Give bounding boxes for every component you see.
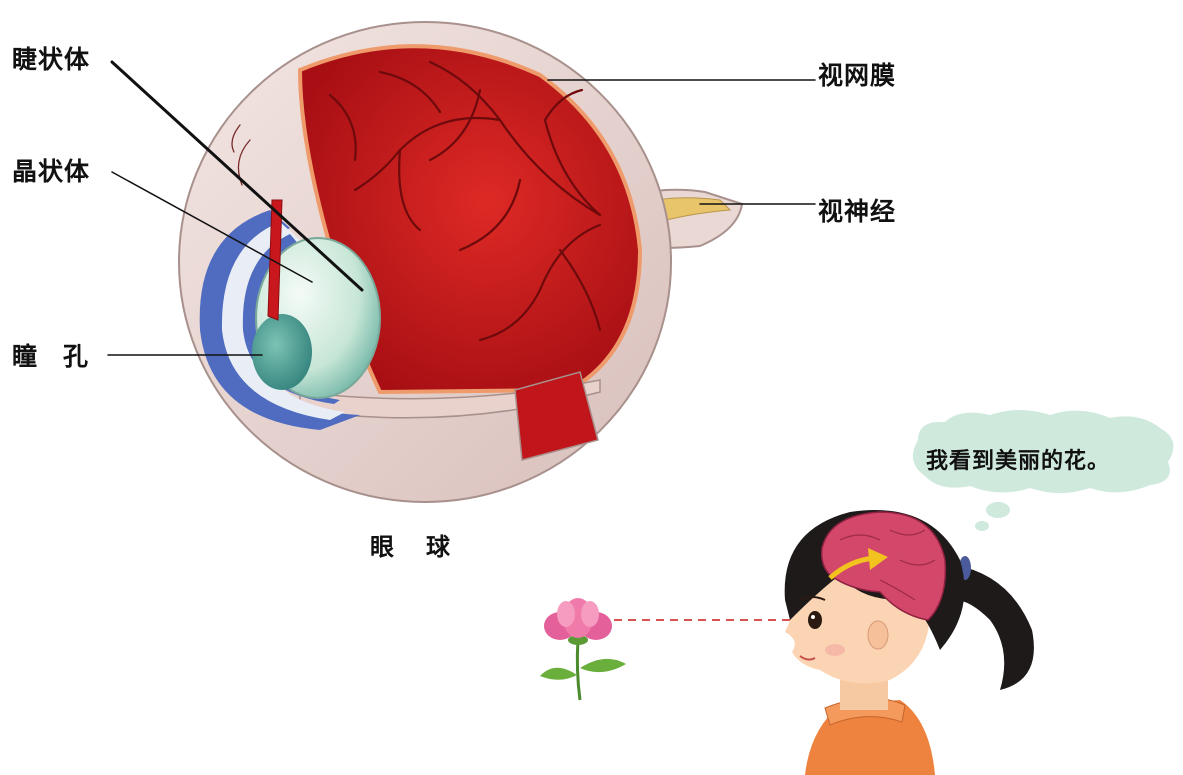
ear xyxy=(868,621,888,649)
pupil-label: 瞳孔 xyxy=(12,337,114,373)
pupil-shape xyxy=(252,314,312,390)
girl xyxy=(785,510,1034,775)
eye-highlight xyxy=(811,615,815,619)
flower xyxy=(540,598,626,700)
leaf-right xyxy=(580,659,626,672)
eyeball-diagram xyxy=(179,22,742,502)
thought-dot-small xyxy=(975,521,989,531)
flower-stem xyxy=(577,640,580,700)
retina-label: 视网膜 xyxy=(818,56,896,92)
ponytail xyxy=(955,565,1034,690)
lens-label: 晶状体 xyxy=(12,152,90,188)
petal xyxy=(557,601,575,627)
thought-dot-large xyxy=(986,502,1010,518)
ciliary-body-label: 睫状体 xyxy=(12,40,90,76)
optic-nerve-label: 视神经 xyxy=(818,192,896,228)
thought-bubble-text: 我看到美丽的花。 xyxy=(926,443,1110,475)
eyeball-caption: 眼球 xyxy=(370,527,482,562)
leaf-left xyxy=(540,668,577,680)
girl-eye xyxy=(808,611,822,629)
petal xyxy=(581,601,599,627)
cheek xyxy=(825,644,845,656)
